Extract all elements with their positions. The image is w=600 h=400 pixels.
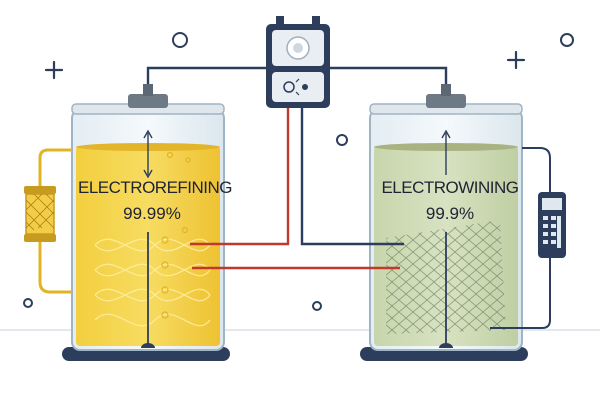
positive-wire <box>190 106 290 246</box>
negative-wire <box>300 106 404 246</box>
control-meter-icon <box>490 147 566 329</box>
sparkle-plus-icon <box>44 50 526 80</box>
electrowinning-purity: 99.9% <box>425 204 475 223</box>
left-lid-cap <box>128 94 168 108</box>
electrorefining-tank <box>62 84 230 361</box>
filter-cartridge-icon <box>24 148 72 294</box>
left-bubbles <box>161 151 191 319</box>
power-supply-icon <box>266 16 330 108</box>
wiring <box>146 66 448 270</box>
electrowinning-tank <box>360 84 528 361</box>
bubble-circle-icon <box>23 32 574 311</box>
electrowinning-label: ELECTROWINING <box>381 178 519 197</box>
right-lid-cap <box>426 94 466 108</box>
left-electrode-lattice <box>94 238 211 327</box>
electrorefining-label: ELECTROREFINING <box>78 178 233 197</box>
electrorefining-purity: 99.99% <box>123 204 181 223</box>
